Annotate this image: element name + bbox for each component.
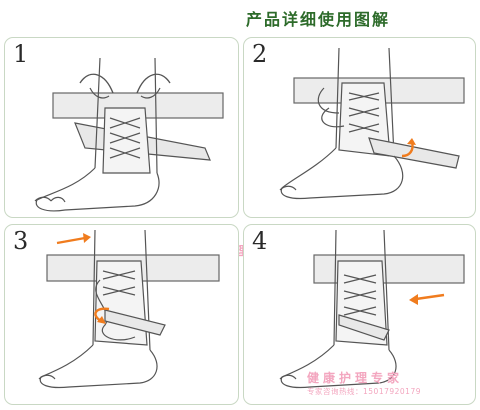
arrow-curved-down-icon — [94, 307, 110, 323]
step-1-illustration — [34, 57, 224, 212]
page-title: 产品详细使用图解 — [245, 10, 390, 29]
step-panel-4: 4 健康护理专家 专家咨询热线：15017920179 — [243, 224, 476, 405]
watermark-2: 健康护理专家 专家咨询热线：15017920179 — [307, 369, 421, 397]
arrow-right-icon — [56, 236, 86, 245]
watermark-title: 健康护理专家 — [307, 371, 404, 385]
step-2-illustration — [279, 47, 465, 200]
watermark-hotline: 专家咨询热线：15017920179 — [307, 387, 421, 396]
arrow-left-icon — [415, 293, 445, 301]
step-number-3: 3 — [13, 227, 29, 255]
step-panel-2: 2 — [243, 37, 476, 218]
step-panel-1: 1 健康护理专家 专家咨询热线：15017920179 — [4, 37, 301, 269]
step-number-2: 2 — [252, 40, 268, 68]
step-number-4: 4 — [252, 227, 268, 255]
step-number-1: 1 — [13, 40, 29, 68]
step-3-illustration — [38, 229, 220, 389]
step-panel-3: 3 — [4, 224, 239, 405]
step-4-illustration — [279, 229, 465, 389]
